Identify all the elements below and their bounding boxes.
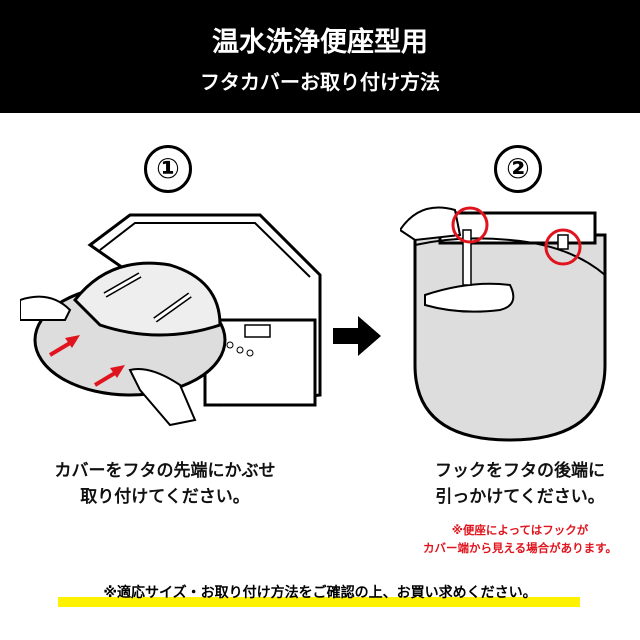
footer-note: ※適応サイズ・お取り付け方法をご確認の上、お買い求めください。 xyxy=(103,585,537,601)
header-banner: 温水洗浄便座型用 フタカバーお取り付け方法 xyxy=(0,0,640,113)
step-2-line-1: フックをフタの後端に xyxy=(435,461,605,481)
step-2-note: ※便座によってはフックが カバー端から見える場合があります。 xyxy=(380,521,640,557)
step-2-number: ② xyxy=(494,145,542,193)
step-1-illustration xyxy=(20,213,322,427)
step-1-instruction: カバーをフタの先端にかぶせ 取り付けてください。 xyxy=(10,458,320,510)
step-1-line-2: 取り付けてください。 xyxy=(80,487,250,507)
step-1-number: ① xyxy=(144,145,192,193)
step-2-instruction: フックをフタの後端に 引っかけてください。 xyxy=(370,458,640,510)
page-title: 温水洗浄便座型用 xyxy=(212,27,428,58)
highlight-bar xyxy=(58,597,580,607)
page-subtitle: フタカバーお取り付け方法 xyxy=(200,70,440,94)
step-1-line-1: カバーをフタの先端にかぶせ xyxy=(54,461,276,481)
step-2-illustration xyxy=(400,206,607,442)
step-2-note-line-1: ※便座によってはフックが xyxy=(451,523,589,537)
step-2-line-2: 引っかけてください。 xyxy=(435,487,605,507)
step-2-note-line-2: カバー端から見える場合があります。 xyxy=(422,541,617,555)
next-arrow-icon xyxy=(333,316,381,356)
